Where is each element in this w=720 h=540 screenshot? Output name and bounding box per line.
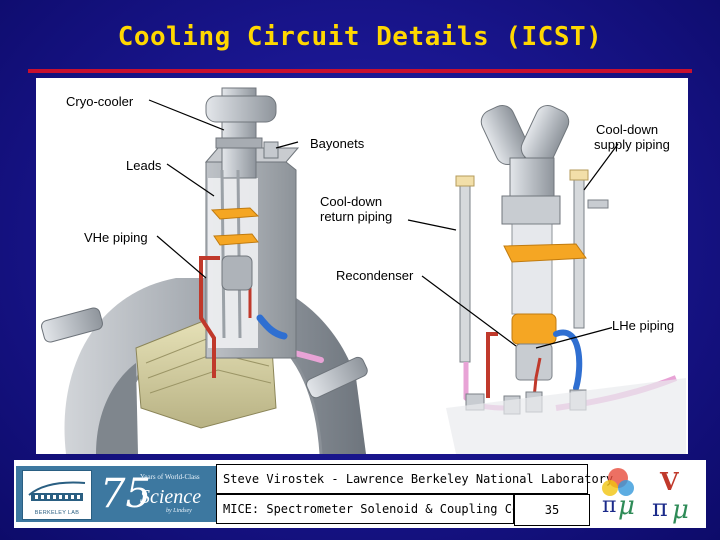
- label-cool-down-supply-line1: Cool-down: [596, 122, 659, 137]
- svg-text:π: π: [652, 494, 668, 522]
- footer-project: MICE: Spectrometer Solenoid & Coupling C…: [216, 494, 534, 524]
- label-lhe-piping: LHe piping: [612, 318, 675, 333]
- recondenser: [511, 313, 557, 345]
- title-underline: [28, 69, 692, 73]
- label-cryo-cooler: Cryo-cooler: [66, 94, 134, 109]
- anniversary-line2: Science: [140, 486, 202, 508]
- label-leads: Leads: [126, 158, 162, 173]
- footer-page-number: 35: [514, 494, 590, 526]
- footer-banner: BERKELEY LAB 75 Years of World-Class Sci…: [14, 460, 706, 528]
- cryostat-illustration: [41, 87, 686, 454]
- label-recondenser: Recondenser: [336, 268, 414, 283]
- anniversary-line3: by Lindsey: [166, 508, 192, 514]
- label-cool-down-return-line1: Cool-down: [320, 194, 383, 209]
- svg-text:V: V: [659, 467, 679, 496]
- label-vhe-piping: VHe piping: [84, 230, 148, 245]
- leader-lines: [148, 99, 619, 349]
- bayonet: [263, 141, 279, 159]
- building-icon: [28, 481, 86, 501]
- slide-title: Cooling Circuit Details (ICST): [117, 22, 603, 52]
- lab-logo-text: BERKELEY LAB: [34, 510, 80, 516]
- lab-logo-panel: BERKELEY LAB 75 Years of World-Class Sci…: [16, 466, 216, 522]
- left-port: [41, 307, 103, 343]
- label-cool-down-supply: Cool-down supply piping: [594, 122, 670, 152]
- label-bayonets: Bayonets: [310, 136, 365, 151]
- footer-project-text: MICE: Spectrometer Solenoid & Coupling C…: [223, 502, 534, 516]
- anniversary-line1: Years of World-Class: [140, 473, 200, 481]
- svg-text:π: π: [602, 493, 616, 518]
- berkeley-lab-logo: BERKELEY LAB: [22, 470, 92, 520]
- footer-credit: Steve Virostek - Lawrence Berkeley Natio…: [216, 464, 613, 494]
- label-cool-down-supply-line2: supply piping: [594, 137, 670, 152]
- right-port: [306, 356, 368, 399]
- svg-text:μ: μ: [672, 495, 689, 525]
- page-number-text: 35: [544, 503, 560, 517]
- anniversary-logo: 75 Years of World-Class Science by Linds…: [96, 468, 214, 520]
- mice-logos: π μ V π μ: [596, 462, 704, 526]
- anniversary-number: 75: [100, 471, 151, 517]
- cooling-circuit-figure: Cryo-cooler Bayonets Cool-down supply pi…: [36, 78, 688, 454]
- label-cool-down-return-line2: return piping: [320, 209, 393, 224]
- label-cool-down-return: Cool-down return piping: [320, 194, 392, 224]
- svg-text:μ: μ: [618, 491, 635, 521]
- mice-logo-icons: π μ V π μ: [602, 467, 689, 525]
- footer-credit-text: Steve Virostek - Lawrence Berkeley Natio…: [223, 472, 614, 486]
